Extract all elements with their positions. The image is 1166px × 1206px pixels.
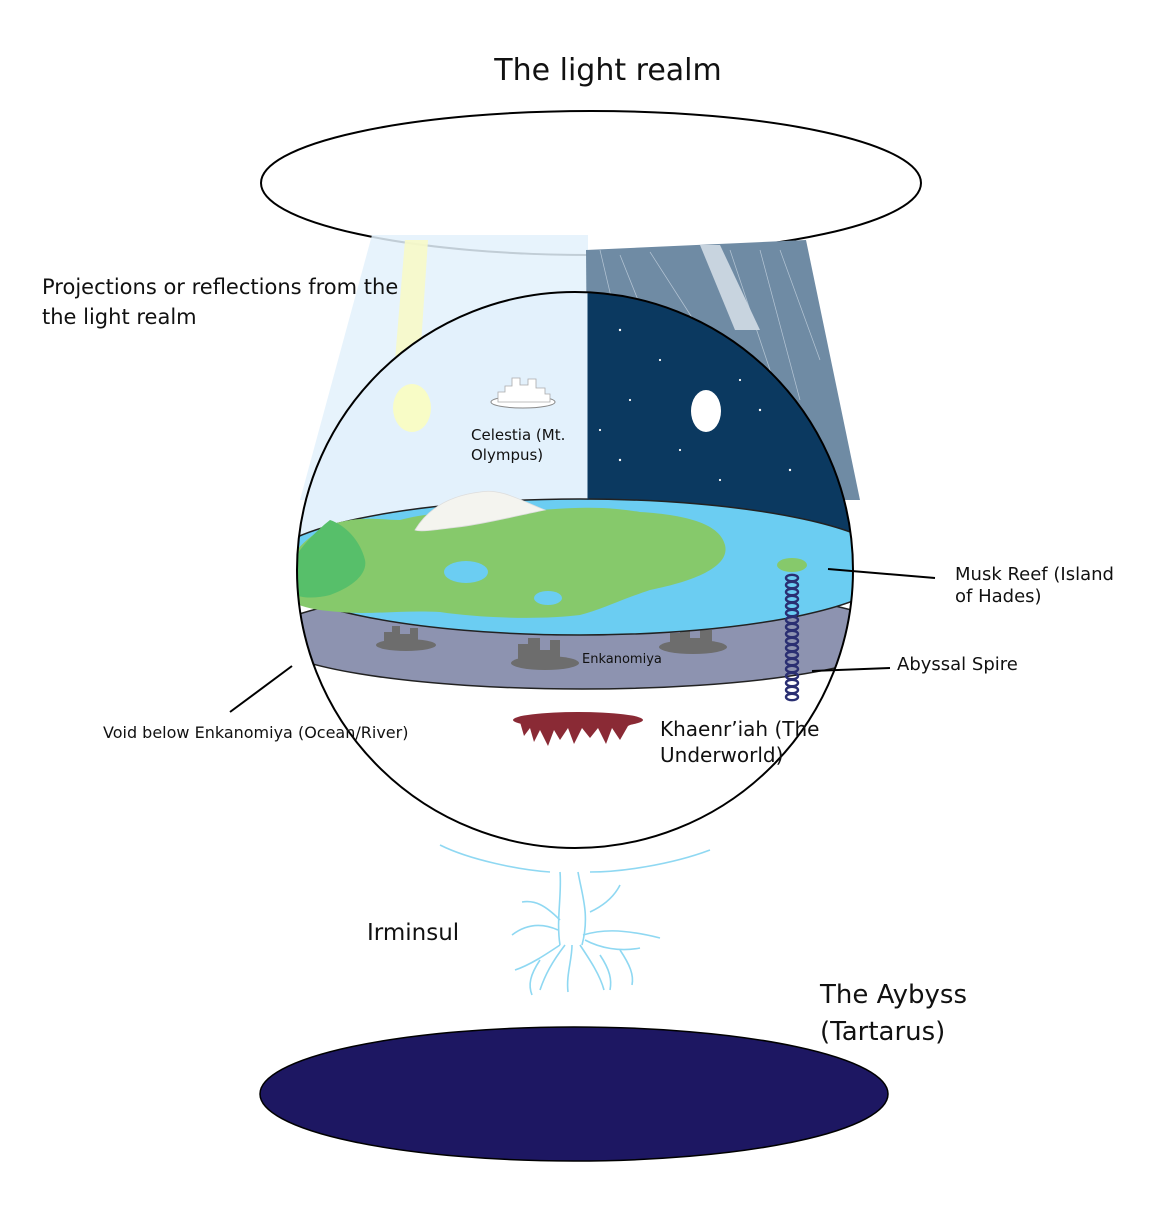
- khaenriah-label-line1: Khaenr’iah (The: [660, 717, 819, 741]
- enkanomiya-ruins: [376, 626, 727, 670]
- moon-icon: [691, 390, 721, 432]
- teyvat-landmass: [297, 507, 726, 618]
- abyssal-spire-pointer: [811, 667, 891, 672]
- light-realm-disk: [260, 110, 922, 256]
- pointer-lines: [229, 568, 936, 713]
- spire-coil-segment: [784, 692, 800, 702]
- musk-reef-island: [777, 558, 807, 572]
- irminsul-tree: [439, 844, 711, 996]
- void-pointer: [229, 665, 293, 713]
- spire-coil-segment: [784, 678, 800, 688]
- abyss-label-line2: (Tartarus): [820, 1017, 945, 1047]
- projections-label-line2: the light realm: [42, 305, 197, 329]
- dragonspine-mountain: [414, 490, 547, 532]
- sun-ray: [395, 240, 428, 360]
- projections-label-line1: Projections or reflections from the: [42, 275, 398, 299]
- enkanomiya-label: Enkanomiya: [582, 652, 662, 667]
- void-below-label: Void below Enkanomiya (Ocean/River): [103, 723, 408, 742]
- khaenriah-icon: [513, 712, 643, 746]
- irminsul-label: Irminsul: [367, 920, 459, 946]
- musk-reef-label-line1: Musk Reef (Island: [955, 564, 1114, 585]
- light-realm-title: The light realm: [493, 53, 721, 88]
- abyss-disk: [259, 1026, 889, 1162]
- musk-reef-label-line2: of Hades): [955, 586, 1042, 607]
- celestia-label-line2: Olympus): [471, 446, 543, 464]
- moon-ray: [700, 245, 760, 330]
- inland-lake: [444, 561, 488, 583]
- khaenriah-label-line2: Underworld): [660, 743, 783, 767]
- abyssal-spire: [784, 573, 800, 702]
- spire-coil-segment: [784, 685, 800, 695]
- teyvat-forest: [297, 520, 366, 598]
- world-sphere-outline: [296, 291, 854, 849]
- inland-lake-2: [534, 591, 562, 605]
- world-sphere-interior: [297, 292, 853, 746]
- abyss-label-line1: The Aybyss: [819, 980, 967, 1010]
- sun-icon: [393, 384, 431, 432]
- abyssal-spire-label: Abyssal Spire: [897, 654, 1018, 675]
- celestia-label-line1: Celestia (Mt.: [471, 426, 565, 444]
- celestia-icon: [490, 377, 556, 409]
- musk-reef-pointer: [827, 568, 936, 579]
